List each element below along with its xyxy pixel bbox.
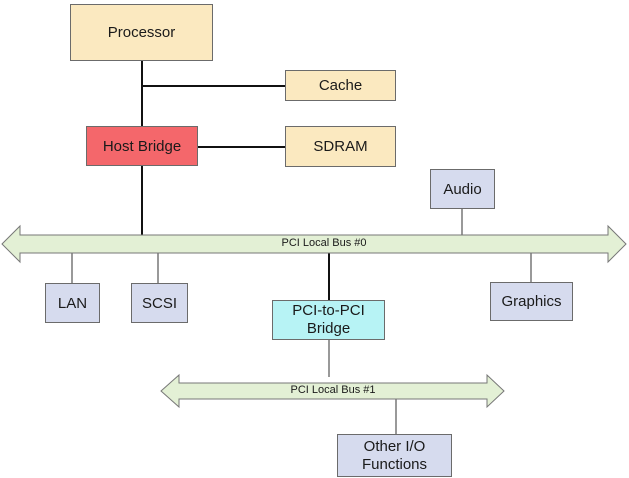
pci-to-pci-bridge-label: PCI-to-PCI Bridge [292, 302, 365, 337]
connector-lines [141, 60, 330, 300]
lan-label: LAN [57, 294, 88, 312]
scsi-block: SCSI [131, 283, 188, 323]
cache-block: Cache [285, 70, 396, 101]
pci-to-pci-bridge-block: PCI-to-PCI Bridge [272, 300, 385, 340]
host-bridge-label: Host Bridge [102, 137, 182, 155]
audio-label: Audio [443, 180, 482, 198]
audio-block: Audio [430, 169, 495, 209]
graphics-label: Graphics [501, 293, 562, 310]
other-io-functions-block: Other I/O Functions [337, 434, 452, 477]
host-bridge-block: Host Bridge [86, 126, 198, 166]
pci-bus-1-arrow [160, 373, 505, 409]
sdram-block: SDRAM [285, 126, 396, 167]
other-io-functions-label: Other I/O Functions [361, 437, 428, 473]
scsi-label: SCSI [141, 294, 177, 312]
lan-block: LAN [45, 283, 100, 323]
pci-bus-0-label: PCI Local Bus #0 [281, 237, 367, 249]
processor-block: Processor [70, 4, 213, 61]
cache-label: Cache [318, 77, 363, 94]
processor-label: Processor [107, 24, 176, 41]
graphics-block: Graphics [490, 282, 573, 321]
pci-bus-0-arrow [1, 224, 627, 264]
pci-bus-1-label: PCI Local Bus #1 [290, 384, 376, 396]
sdram-label: SDRAM [313, 138, 368, 155]
device-stubs [71, 208, 532, 434]
